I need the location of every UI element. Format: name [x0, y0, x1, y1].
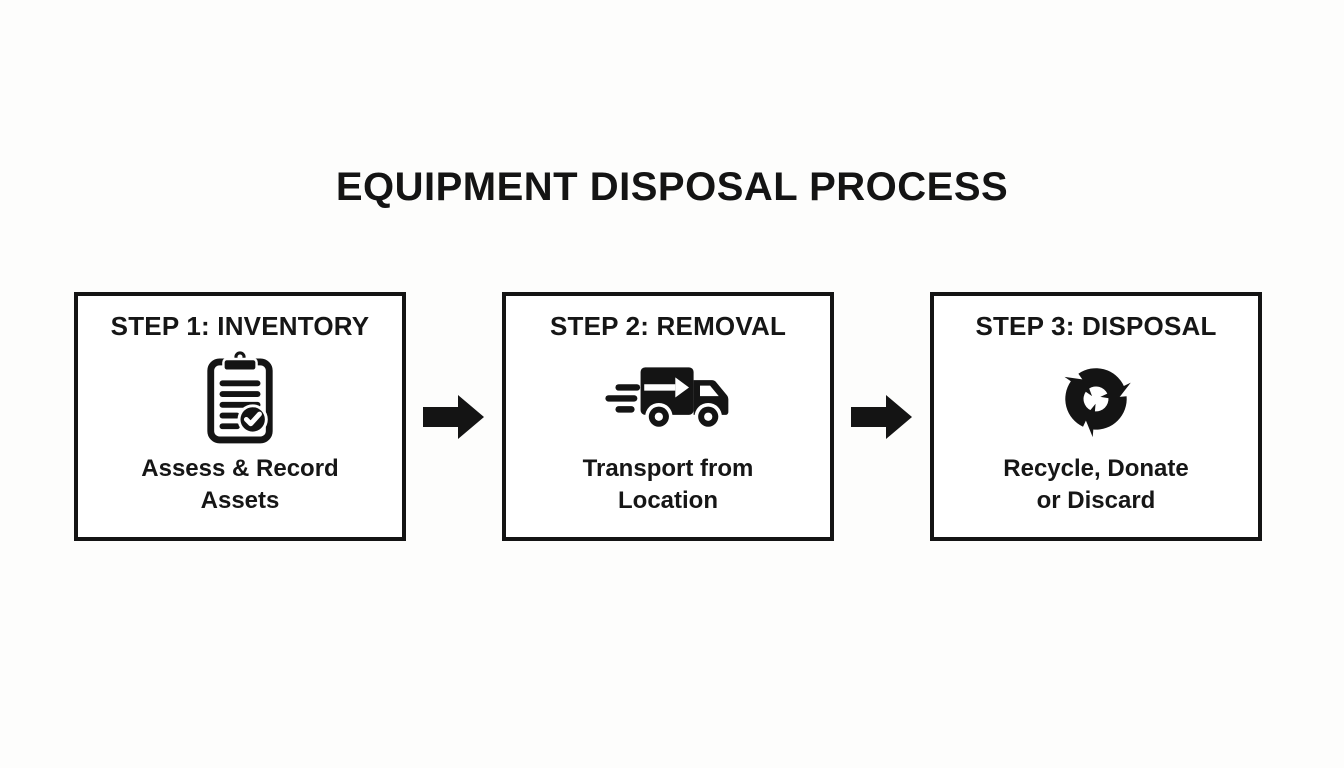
step-3-caption: Recycle, Donate or Discard — [1003, 455, 1189, 515]
step-1-inventory-box: STEP 1: INVENTORY — [74, 292, 406, 541]
step-3-heading: STEP 3: DISPOSAL — [975, 311, 1217, 341]
shipping-truck-icon — [604, 344, 732, 450]
step-3-disposal-box: STEP 3: DISPOSAL — [930, 292, 1262, 541]
step-2-removal-box: STEP 2: REMOVAL — [502, 292, 834, 541]
step-1-caption: Assess & Record Assets — [141, 455, 339, 515]
arrow-right-icon — [834, 292, 930, 541]
process-flow: STEP 1: INVENTORY — [74, 292, 1262, 541]
step-2-heading: STEP 2: REMOVAL — [549, 311, 787, 341]
step-1-heading: STEP 1: INVENTORY — [110, 311, 370, 341]
step-2-caption: Transport from Location — [582, 455, 754, 515]
diagram-title: EQUIPMENT DISPOSAL PROCESS — [335, 165, 1009, 209]
clipboard-check-icon — [201, 344, 279, 450]
arrow-right-icon — [406, 292, 502, 541]
recycle-icon — [1048, 344, 1144, 450]
